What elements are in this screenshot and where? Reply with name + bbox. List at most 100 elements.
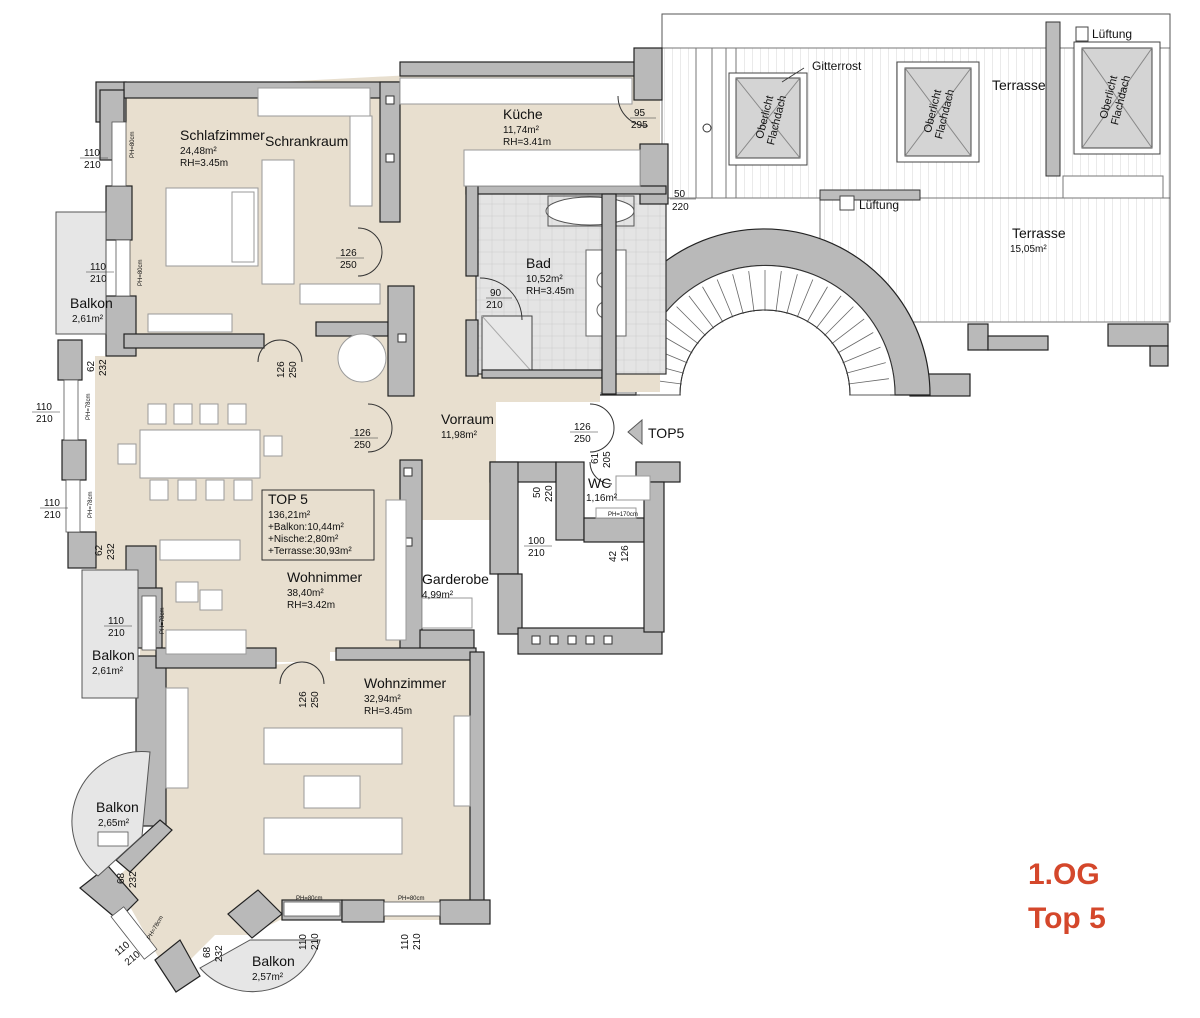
stair-step bbox=[848, 378, 889, 385]
lueftung-box-1 bbox=[1075, 26, 1089, 42]
unit-summary-box: TOP 5 136,21m² +Balkon:10,44m² +Nische:2… bbox=[261, 489, 375, 561]
room-kueche: Küche 11,74m² RH=3.41m bbox=[503, 106, 551, 148]
svg-text:RH=3.45m: RH=3.45m bbox=[526, 286, 574, 297]
svg-text:250: 250 bbox=[310, 691, 321, 708]
svg-text:110: 110 bbox=[44, 498, 60, 509]
terrasse-1-name: Terrasse bbox=[992, 77, 1046, 93]
svg-text:250: 250 bbox=[340, 260, 357, 271]
room-wc: WC 1,16m² bbox=[586, 475, 618, 504]
lueftung-label-1: Lüftung bbox=[1092, 27, 1132, 41]
svg-text:136,21m²: 136,21m² bbox=[268, 510, 311, 521]
svg-text:RH=3.45m: RH=3.45m bbox=[180, 158, 228, 169]
svg-text:110: 110 bbox=[298, 934, 309, 950]
svg-text:232: 232 bbox=[214, 945, 225, 962]
stair-step bbox=[842, 346, 881, 364]
room-schlafzimmer: Schlafzimmer 24,48m² RH=3.45m bbox=[180, 127, 265, 169]
svg-text:42: 42 bbox=[608, 550, 619, 562]
svg-text:PH=78cm: PH=78cm bbox=[160, 607, 166, 634]
stair-step bbox=[806, 286, 828, 323]
stair-step bbox=[665, 318, 699, 345]
entry-label: TOP5 bbox=[648, 425, 685, 441]
svg-text:126: 126 bbox=[298, 691, 309, 708]
svg-text:PH=80cm: PH=80cm bbox=[130, 131, 136, 158]
svg-text:+Nische:2,80m²: +Nische:2,80m² bbox=[268, 534, 339, 545]
svg-text:1,16m²: 1,16m² bbox=[586, 493, 618, 504]
skylight-1: Oberlicht Flachdach bbox=[728, 72, 808, 166]
room-schrankraum: Schrankraum bbox=[265, 133, 348, 149]
dimension-labels: 110 210 110 210 110 210 110 210 110 210 … bbox=[32, 108, 696, 968]
floor-label: 1.OG bbox=[1028, 858, 1100, 891]
lueftung-box-2 bbox=[839, 195, 855, 211]
svg-text:11,98m²: 11,98m² bbox=[441, 430, 478, 441]
svg-text:Balkon: Balkon bbox=[70, 295, 113, 311]
svg-text:126: 126 bbox=[354, 428, 371, 439]
svg-text:Balkon: Balkon bbox=[92, 647, 135, 663]
terrasse-2-area: 15,05m² bbox=[1010, 244, 1047, 255]
svg-text:68: 68 bbox=[202, 946, 213, 958]
room-wohnzimmer: Wohnzimmer 32,94m² RH=3.45m bbox=[364, 675, 447, 717]
lueftung-label-2: Lüftung bbox=[859, 198, 899, 212]
svg-text:210: 210 bbox=[486, 300, 503, 311]
svg-text:126: 126 bbox=[620, 545, 631, 562]
furniture bbox=[117, 77, 651, 855]
stair-step bbox=[796, 279, 814, 318]
svg-text:2,61m²: 2,61m² bbox=[72, 314, 104, 325]
svg-text:Schlafzimmer: Schlafzimmer bbox=[180, 127, 265, 143]
svg-text:210: 210 bbox=[310, 933, 321, 950]
stair-step bbox=[786, 274, 798, 314]
walls bbox=[57, 47, 681, 993]
svg-text:210: 210 bbox=[44, 510, 61, 521]
svg-text:2,57m²: 2,57m² bbox=[252, 972, 284, 983]
svg-text:+Balkon:10,44m²: +Balkon:10,44m² bbox=[268, 522, 345, 533]
balcony-1: Balkon 2,61m² bbox=[55, 211, 113, 335]
svg-text:62: 62 bbox=[94, 544, 105, 556]
room-garderobe: Garderobe 4,99m² bbox=[422, 571, 489, 601]
svg-text:10,52m²: 10,52m² bbox=[526, 274, 563, 285]
svg-text:PH=78cm: PH=78cm bbox=[88, 491, 94, 518]
svg-text:110: 110 bbox=[90, 262, 106, 273]
unit-label: Top 5 bbox=[1028, 902, 1106, 935]
wall-stubs-right bbox=[909, 323, 1169, 397]
svg-text:210: 210 bbox=[36, 414, 53, 425]
svg-text:126: 126 bbox=[340, 248, 357, 259]
svg-text:RH=3.45m: RH=3.45m bbox=[364, 706, 412, 717]
room-vorraum: Vorraum 11,98m² bbox=[441, 411, 494, 441]
svg-text:232: 232 bbox=[128, 871, 139, 888]
svg-text:110: 110 bbox=[36, 402, 52, 413]
stair-step bbox=[748, 271, 755, 312]
svg-text:126: 126 bbox=[574, 422, 591, 433]
stair-step bbox=[732, 274, 744, 314]
svg-text:+Terrasse:30,93m²: +Terrasse:30,93m² bbox=[268, 546, 352, 557]
gitterrost-label: Gitterrost bbox=[812, 59, 862, 73]
svg-text:100: 100 bbox=[528, 536, 545, 547]
skylight-3: Oberlicht Flachdach bbox=[1073, 41, 1161, 155]
svg-text:38,40m²: 38,40m² bbox=[287, 588, 324, 599]
svg-text:RH=3.42m: RH=3.42m bbox=[287, 600, 335, 611]
svg-text:50: 50 bbox=[532, 486, 543, 498]
balcony-4: Balkon 2,57m² bbox=[199, 939, 321, 993]
svg-text:126: 126 bbox=[276, 361, 287, 378]
stair-step bbox=[676, 306, 706, 336]
svg-text:Vorraum: Vorraum bbox=[441, 411, 494, 427]
svg-text:62: 62 bbox=[86, 360, 97, 372]
svg-text:32,94m²: 32,94m² bbox=[364, 694, 401, 705]
windows bbox=[63, 121, 441, 960]
svg-text:210: 210 bbox=[528, 548, 545, 559]
svg-text:250: 250 bbox=[574, 434, 591, 445]
svg-text:11,74m²: 11,74m² bbox=[503, 125, 540, 136]
stair-step bbox=[716, 279, 734, 318]
svg-text:210: 210 bbox=[108, 628, 125, 639]
svg-text:210: 210 bbox=[412, 933, 423, 950]
terrasse-2-name: Terrasse bbox=[1012, 225, 1066, 241]
svg-text:110: 110 bbox=[400, 934, 411, 950]
svg-text:95: 95 bbox=[634, 108, 646, 119]
svg-text:Wohnzimmer: Wohnzimmer bbox=[364, 675, 447, 691]
balcony-3: Balkon 2,65m² bbox=[71, 751, 151, 877]
svg-text:110: 110 bbox=[108, 616, 124, 627]
svg-text:110: 110 bbox=[84, 148, 100, 159]
svg-text:RH=3.41m: RH=3.41m bbox=[503, 137, 551, 148]
svg-text:250: 250 bbox=[288, 361, 299, 378]
svg-text:PH=78cm: PH=78cm bbox=[86, 393, 92, 420]
stair-step bbox=[837, 332, 874, 354]
